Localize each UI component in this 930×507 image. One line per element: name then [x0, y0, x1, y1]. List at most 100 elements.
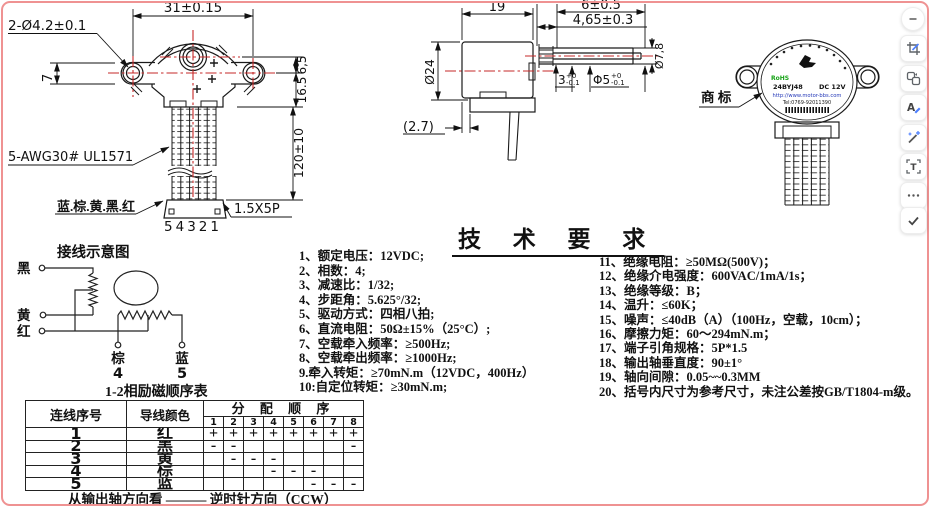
step-cell: +	[203, 427, 224, 441]
more-button[interactable]	[900, 182, 927, 209]
dim-120: 120±10	[291, 128, 306, 178]
tech-item: 3、减速比：1/32;	[299, 278, 395, 293]
step-cell: -	[203, 439, 224, 454]
step-cell: +	[303, 427, 324, 441]
dim-6: 6±0.5	[581, 0, 621, 13]
text-edit-button[interactable]: A	[900, 94, 927, 121]
svg-text:A: A	[907, 102, 916, 114]
tech-item: 18、输出轴垂直度：90±1°	[599, 355, 743, 370]
extract-text-button[interactable]: T	[900, 153, 927, 180]
mounting-plate	[469, 97, 536, 113]
step-cell	[343, 452, 364, 466]
rohs-mark: RoHS	[771, 75, 789, 82]
terminal-yellow-label: 黄	[17, 307, 31, 323]
motor-body-side	[461, 41, 534, 99]
crop-button[interactable]	[900, 35, 927, 62]
dim-d5-tol-up: +0	[611, 72, 621, 80]
tech-item: 12、绝缘介电强度：600VAC/1mA/1s；	[599, 269, 812, 284]
table-row: 1 红 ++++++++	[25, 427, 364, 441]
label-arc-marks	[769, 44, 847, 70]
label-model: 24BYJ48	[773, 83, 803, 91]
label-view-drawing: RoHS 24BYJ48 DC 12V http://www.motor-bbs…	[699, 39, 880, 206]
step-cell	[303, 452, 324, 466]
centerlines	[108, 30, 292, 198]
coil-vertical	[87, 272, 99, 308]
dim-465: 4,65±0.3	[573, 13, 634, 28]
step-header: 5	[283, 416, 304, 428]
dim-31: 31±0.15	[164, 0, 223, 16]
step-header: 1	[203, 416, 224, 428]
label-tel: Tel:0769-92011390	[782, 100, 831, 106]
tech-item: 8、空载牵出频率：≥1000Hz;	[299, 351, 457, 366]
dim-d5-tol-dn: -0.1	[611, 79, 625, 87]
tech-item: 1、额定电压：12VDC;	[299, 249, 424, 263]
beautify-button[interactable]	[900, 124, 927, 151]
text-edit-icon: A	[907, 102, 921, 114]
step-cell	[323, 439, 344, 454]
step-header: 3	[243, 416, 264, 428]
tech-requirements-title: 技 术 要 求	[452, 220, 665, 257]
product-label	[756, 39, 858, 125]
tech-item: 5、驱动方式：四相八拍;	[299, 307, 435, 322]
minus-icon	[909, 18, 917, 20]
crop-icon	[907, 42, 920, 55]
col-header-wire-no: 连线序号	[25, 400, 127, 428]
step-cell	[203, 464, 224, 479]
connector	[163, 199, 227, 219]
tech-item: 10:自定位转矩：≥30mN.m;	[299, 380, 448, 395]
tech-requirements-left: 1、额定电压：12VDC; 2、相数：4; 3、减速比：1/32; 4、步距角：…	[299, 249, 534, 395]
step-cell: +	[323, 427, 344, 441]
dim-ref-27: (2.7)	[403, 120, 434, 135]
terminal-blue-label: 蓝	[175, 350, 189, 366]
ocr-text-icon: T	[906, 159, 921, 174]
tech-requirements-right: 11、绝缘电阻：≥50MΩ(500V)； 12、绝缘介电强度：600VAC/1m…	[599, 255, 918, 399]
wiring-title: 接线示意图	[57, 245, 130, 261]
wire-color: 棕	[126, 464, 204, 479]
wire-spec: 5-AWG30# UL1571	[8, 150, 133, 165]
dim-6-5: 6,5	[295, 55, 309, 74]
step-cell	[243, 439, 264, 454]
magic-wand-icon	[908, 131, 920, 144]
tech-item: 11、绝缘电阻：≥50MΩ(500V)；	[599, 255, 776, 269]
tech-item: 20、括号内尺寸为参考尺寸，未注公差按GB/T1804-m级。	[599, 384, 919, 399]
step-cell: -	[283, 464, 304, 479]
more-icon	[907, 194, 920, 197]
brand-logo	[799, 55, 816, 68]
swap-icon	[906, 71, 921, 86]
wire-no: 4	[25, 464, 127, 479]
rotation-direction-note: 从输出轴方向看 ——— 逆时针方向（CCW）	[68, 492, 338, 507]
step-cell	[263, 439, 284, 454]
tech-item: 4、步距角：5.625°/32;	[299, 292, 422, 307]
col-header-wire-color: 导线颜色	[126, 400, 204, 428]
label-barcode	[785, 107, 829, 113]
step-cell: +	[243, 427, 264, 441]
wire-color: 黑	[126, 439, 204, 454]
tech-item: 13、绝缘等级：B；	[599, 283, 708, 298]
step-cell: -	[343, 439, 364, 454]
step-cell	[323, 452, 344, 466]
table-row: 5 蓝 ---	[25, 477, 364, 491]
ribbon-cable	[172, 107, 216, 200]
step-cell: -	[303, 477, 324, 491]
collapse-button[interactable]	[901, 7, 925, 31]
step-header: 4	[263, 416, 284, 428]
step-cell: +	[343, 427, 364, 441]
tech-item: 15、噪声：≤40dB（A）（100Hz，空载，10cm）；	[599, 312, 868, 327]
step-cell: -	[303, 464, 324, 479]
tech-item: 14、温升：≤60K；	[599, 298, 704, 313]
sequence-table-title: 1-2相励磁顺序表	[105, 385, 208, 400]
terminal-brown-number: 4	[113, 366, 123, 382]
trademark-callout: 商 标	[701, 89, 732, 105]
terminal-black-label: 黑	[17, 261, 31, 276]
replace-button[interactable]	[900, 65, 927, 92]
step-cell: +	[263, 427, 284, 441]
wire-no: 3	[25, 452, 127, 466]
step-cell	[223, 464, 244, 479]
tech-item: 19、轴向间隙：0.05~~0.3MM	[599, 370, 761, 385]
confirm-button[interactable]	[900, 207, 927, 234]
wiring-diagram: 黑 黄 红 棕 4 蓝 5	[17, 261, 189, 382]
wire-color: 黄	[126, 452, 204, 466]
wire-no: 2	[25, 439, 127, 454]
side-centerlines	[445, 55, 659, 72]
